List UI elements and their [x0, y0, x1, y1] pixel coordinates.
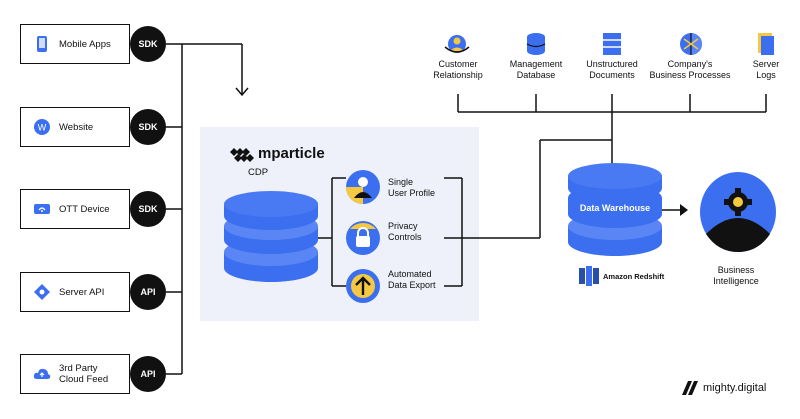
enterprise-source-label: Management Database — [509, 59, 563, 80]
mobile-phone-icon — [37, 36, 47, 52]
enterprise-source-label: Unstructured Documents — [586, 59, 638, 80]
mparticle-logo-icon — [230, 148, 254, 162]
sdk-badge: SDK — [130, 109, 166, 145]
documents-icon — [603, 33, 621, 55]
amazon-redshift-icon — [579, 266, 599, 286]
enterprise-source-label: Company's Business Processes — [649, 59, 731, 80]
feature-label: Automated Data Export — [388, 269, 436, 290]
source-label: Server API — [59, 286, 105, 298]
cdp-label: CDP — [248, 167, 269, 178]
source-label: Website — [59, 121, 94, 133]
sdk-badge: SDK — [130, 26, 166, 62]
source-mobile-apps[interactable]: Mobile Apps — [20, 24, 130, 64]
database-icon — [526, 33, 546, 55]
website-icon: W — [34, 119, 50, 135]
cdp-database-icon — [224, 191, 318, 282]
source-server-api[interactable]: Server API — [20, 272, 130, 312]
feature-label: Single User Profile — [388, 177, 436, 198]
data-warehouse-label: Data Warehouse — [579, 203, 651, 213]
server-api-icon — [34, 284, 50, 300]
lock-icon — [346, 221, 380, 255]
svg-text:W: W — [38, 123, 47, 133]
business-intelligence-label: Business Intelligence — [713, 265, 759, 286]
customer-relationship-icon — [444, 35, 470, 53]
source-label: 3rd Party Cloud Feed — [59, 363, 109, 385]
api-badge: API — [130, 274, 166, 310]
business-processes-icon — [680, 33, 702, 55]
source-label: Mobile Apps — [59, 38, 111, 50]
upload-arrow-icon — [346, 269, 380, 303]
source-ott-device[interactable]: OTT Device — [20, 189, 130, 229]
mparticle-logo-text: mparticle — [258, 145, 325, 162]
api-badge: API — [130, 356, 166, 392]
sdk-badge: SDK — [130, 191, 166, 227]
amazon-redshift-label: Amazon Redshift — [603, 272, 665, 281]
data-warehouse-database-icon — [568, 163, 662, 256]
gear-person-icon — [700, 172, 776, 252]
enterprise-source-label: Customer Relationship — [433, 59, 483, 80]
ott-device-icon — [34, 204, 50, 214]
mighty-digital-logo-icon — [682, 381, 698, 395]
brand-label: mighty.digital — [703, 382, 767, 394]
source-cloud-feed[interactable]: 3rd Party Cloud Feed — [20, 354, 130, 394]
user-profile-icon — [346, 170, 380, 204]
server-logs-icon — [758, 33, 774, 55]
source-label: OTT Device — [59, 203, 110, 215]
source-website[interactable]: W Website — [20, 107, 130, 147]
cloud-feed-icon — [33, 368, 51, 379]
enterprise-source-label: Server Logs — [752, 59, 780, 80]
feature-label: Privacy Controls — [388, 221, 422, 242]
